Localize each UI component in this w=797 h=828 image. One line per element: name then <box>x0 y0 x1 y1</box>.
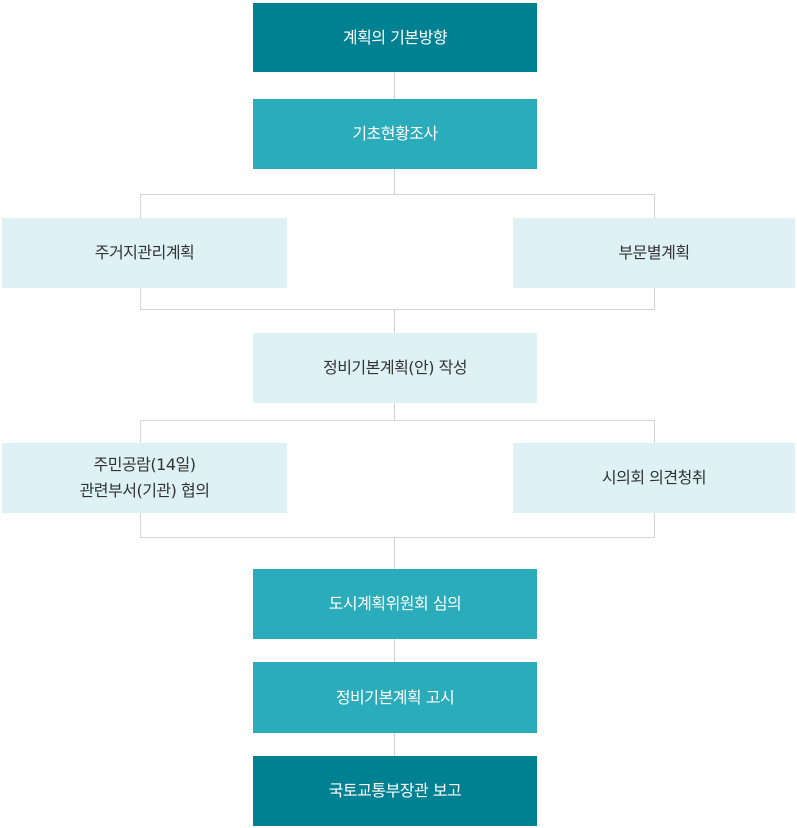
flow-box-plan-notice: 정비기본계획 고시 <box>253 662 537 733</box>
connector-line <box>394 639 395 662</box>
flow-box-residential-mgmt: 주거지관리계획 <box>2 218 287 288</box>
flow-box-base-survey: 기초현황조사 <box>253 99 537 169</box>
connector-line <box>394 72 395 99</box>
flow-box-draft-plan: 정비기본계획(안) 작성 <box>253 333 537 403</box>
connector-line <box>394 310 395 333</box>
flow-box-basic-direction: 계획의 기본방향 <box>253 3 537 72</box>
flow-box-sectoral-plan: 부문별계획 <box>513 218 795 288</box>
flow-box-committee-review: 도시계획위원회 심의 <box>253 569 537 639</box>
connector-line <box>394 538 395 569</box>
flow-box-council-opinion: 시의회 의견청취 <box>513 443 795 513</box>
connector-line <box>394 733 395 756</box>
connector-line <box>394 403 395 420</box>
connector-line <box>394 169 395 194</box>
flow-box-minister-report: 국토교통부장관 보고 <box>253 756 537 826</box>
flow-box-public-review: 주민공람(14일) 관련부서(기관) 협의 <box>2 443 287 513</box>
